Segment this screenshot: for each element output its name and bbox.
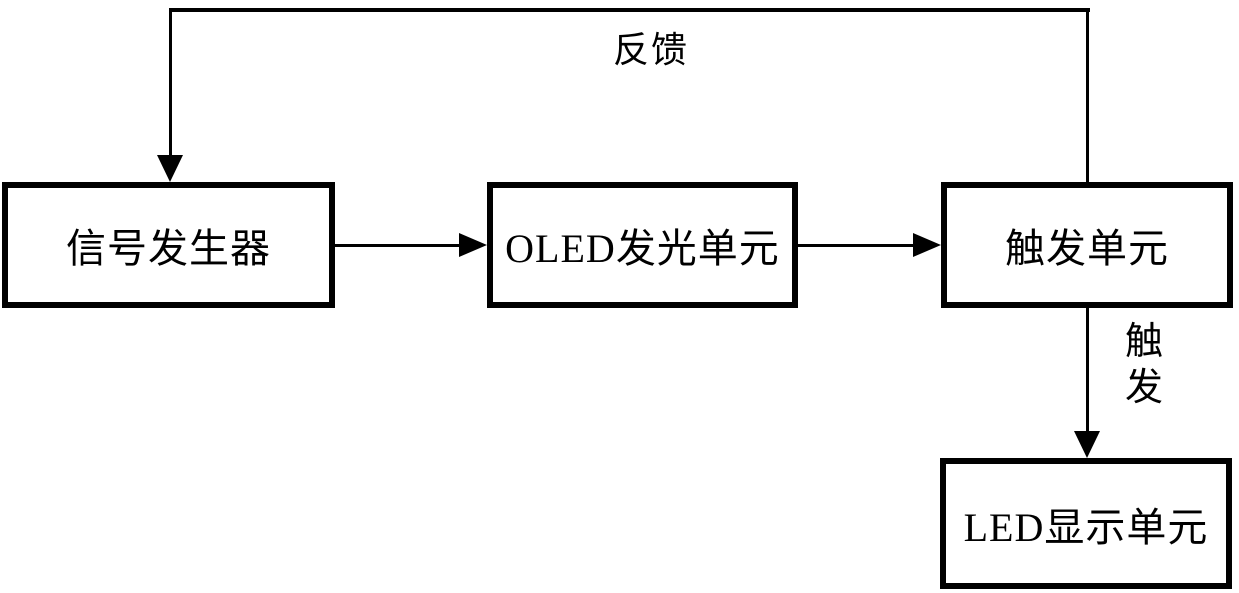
node-led-display-unit-label: LED显示单元 [963,504,1209,550]
edge-trigger-to-led [1086,307,1089,433]
node-oled-light-unit-label: OLED发光单元 [505,226,780,271]
node-signal-generator: 信号发生器 [2,182,335,308]
trigger-label: 触发 [1124,321,1163,409]
edge-signal-to-oled-arrowhead-icon [459,233,487,257]
edge-signal-to-oled [335,244,463,247]
feedback-arrowhead-icon [157,155,183,182]
edge-trigger-to-led-arrowhead-icon [1074,431,1100,458]
node-trigger-unit-label: 触发单元 [1005,226,1169,271]
feedback-line-top [169,8,1090,12]
edge-oled-to-trigger-arrowhead-icon [913,233,941,257]
node-led-display-unit: LED显示单元 [940,458,1232,589]
node-trigger-unit: 触发单元 [941,182,1233,308]
edge-oled-to-trigger [798,244,917,247]
feedback-label: 反馈 [613,30,690,70]
node-signal-generator-label: 信号发生器 [66,226,271,271]
feedback-line-left [169,8,172,156]
feedback-line-right [1086,8,1089,182]
node-oled-light-unit: OLED发光单元 [487,182,798,308]
